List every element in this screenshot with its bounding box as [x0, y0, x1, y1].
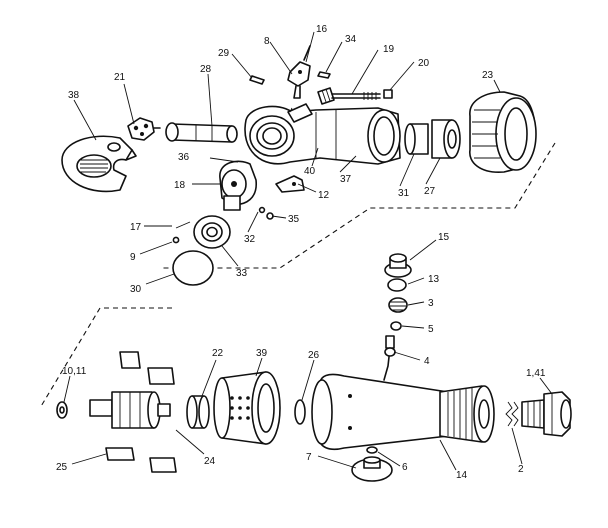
part-29-pin — [249, 75, 265, 85]
label-15: 15 — [438, 232, 450, 243]
part-19-bolt — [317, 87, 381, 105]
part-13-oring — [387, 278, 407, 292]
part-9-ball — [172, 236, 180, 244]
label-23: 23 — [482, 70, 494, 81]
label-16: 16 — [316, 24, 328, 35]
part-7-button — [351, 456, 393, 482]
part-3-spring — [388, 297, 408, 313]
part-6-oring — [366, 446, 378, 454]
label-40: 40 — [304, 166, 316, 177]
label-3: 3 — [428, 298, 434, 309]
label-37: 37 — [340, 174, 352, 185]
part-17-spring — [175, 221, 191, 229]
part-35-ball — [258, 206, 274, 220]
label-25: 25 — [56, 462, 68, 473]
part-39-sleeve — [213, 371, 281, 445]
part-28-anvil — [165, 122, 238, 143]
label-9: 9 — [130, 252, 136, 263]
lower-group-boundary — [39, 307, 172, 409]
part-27-bearing — [431, 119, 461, 159]
part-30-disk — [172, 250, 214, 286]
part-38-ratchet-housing — [61, 135, 137, 193]
label-1-41: 1,41 — [526, 368, 546, 379]
label-32: 32 — [244, 234, 256, 245]
label-20: 20 — [418, 58, 430, 69]
label-39: 39 — [256, 348, 268, 359]
part-4-valve-stem — [383, 335, 396, 381]
label-6: 6 — [402, 462, 408, 473]
part-20-washer — [383, 89, 393, 99]
label-30: 30 — [130, 284, 142, 295]
part-10-11-washer — [56, 401, 68, 419]
part-21-pawl — [127, 117, 161, 141]
part-25-vanes — [105, 351, 177, 473]
label-26: 26 — [308, 350, 320, 361]
label-18: 18 — [174, 180, 186, 191]
part-18-cylinder — [219, 160, 257, 211]
part-1-41-inlet — [521, 391, 572, 437]
part-labels: 16 8 34 29 19 20 28 23 21 38 36 40 37 31… — [56, 24, 546, 481]
label-2: 2 — [518, 464, 524, 475]
part-22-bearing — [186, 395, 210, 429]
part-14-housing — [311, 373, 495, 451]
label-12: 12 — [318, 190, 330, 201]
part-33-bearing — [193, 215, 231, 249]
part-5-ring — [390, 321, 402, 331]
label-31: 31 — [398, 188, 410, 199]
label-8: 8 — [264, 36, 270, 47]
label-35: 35 — [288, 214, 300, 225]
label-27: 27 — [424, 186, 436, 197]
label-34: 34 — [345, 34, 357, 45]
upper-group-boundary — [160, 142, 556, 269]
label-19: 19 — [383, 44, 395, 55]
label-5: 5 — [428, 324, 434, 335]
label-22: 22 — [212, 348, 224, 359]
part-31-spacer — [404, 123, 429, 155]
part-23-clamp-nut — [469, 91, 537, 173]
part-16-lever — [287, 45, 311, 99]
part-2-washer — [505, 401, 519, 427]
label-33: 33 — [236, 268, 248, 279]
label-4: 4 — [424, 356, 430, 367]
label-38: 38 — [68, 90, 80, 101]
label-24: 24 — [204, 456, 216, 467]
label-29: 29 — [218, 48, 230, 59]
part-40-yoke-body — [244, 103, 401, 165]
label-14: 14 — [456, 470, 468, 481]
part-12-blade — [275, 175, 305, 193]
label-36: 36 — [178, 152, 190, 163]
part-15-cap — [384, 253, 412, 278]
label-7: 7 — [306, 452, 312, 463]
label-17: 17 — [130, 222, 142, 233]
label-10-11: 10,11 — [62, 366, 87, 377]
label-13: 13 — [428, 274, 440, 285]
part-24-rotor — [89, 391, 171, 429]
leader-lines — [63, 31, 553, 471]
label-28: 28 — [200, 64, 212, 75]
part-26-gasket — [294, 399, 306, 425]
label-21: 21 — [114, 72, 126, 83]
part-34-pin — [317, 71, 331, 79]
